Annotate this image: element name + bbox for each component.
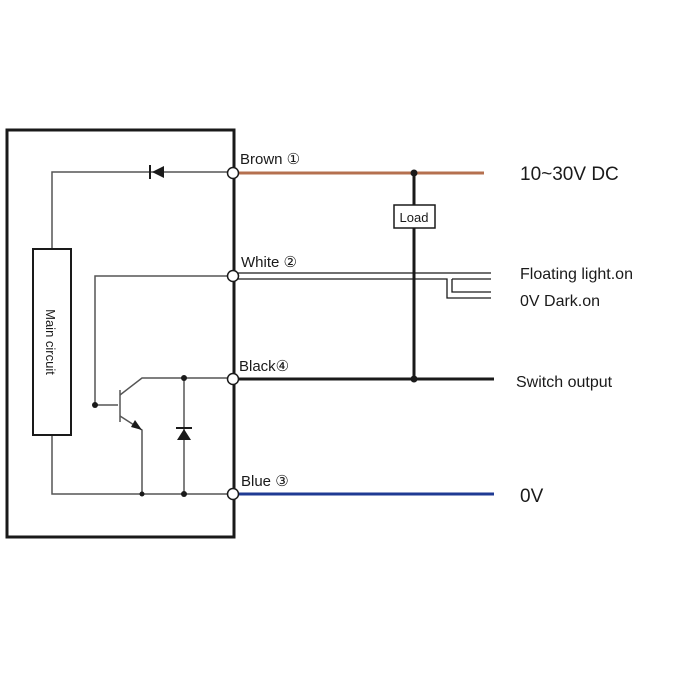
junction-dot xyxy=(410,375,418,383)
transistor-arrow-icon xyxy=(131,420,142,430)
load-box xyxy=(393,204,436,229)
main-circuit-block xyxy=(32,248,72,436)
load-label: Load xyxy=(400,210,429,225)
internal-wiring xyxy=(51,171,228,495)
junction-dot xyxy=(181,375,187,381)
main-circuit-label: Main circuit xyxy=(43,309,58,375)
switch-output-label: Switch output xyxy=(516,374,613,391)
terminal-black xyxy=(226,372,240,386)
floating-label: Floating light.on xyxy=(520,266,633,283)
protection-diode-icon xyxy=(177,429,191,440)
terminal-blue xyxy=(226,487,240,501)
sensor-housing xyxy=(5,128,236,539)
junction-dot xyxy=(139,491,145,497)
dark-label: 0V Dark.on xyxy=(520,293,600,310)
junction-dot xyxy=(92,402,98,408)
terminal-white xyxy=(226,269,240,283)
white-wire xyxy=(234,272,491,299)
white-label: White ② xyxy=(241,254,297,271)
blue-label: Blue ③ xyxy=(241,473,289,490)
diode-icon xyxy=(152,166,164,178)
supply-label: 10~30V DC xyxy=(520,164,619,185)
terminal-brown xyxy=(226,166,240,180)
brown-label: Brown ① xyxy=(240,151,300,168)
junction-dot xyxy=(181,491,187,497)
zero-volt-label: 0V xyxy=(520,486,544,507)
black-label: Black④ xyxy=(239,358,289,375)
junction-dot xyxy=(410,169,418,177)
